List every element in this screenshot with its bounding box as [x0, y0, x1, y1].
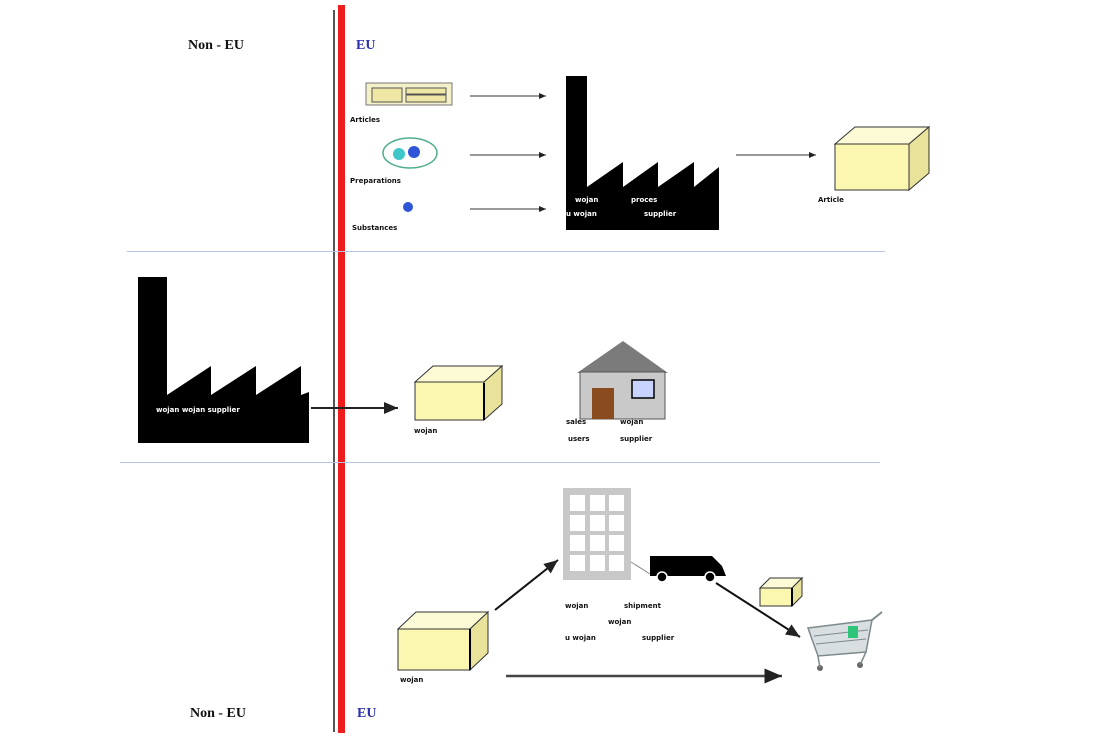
- warehouse-building-icon: [563, 488, 631, 580]
- warehouse-label-u-wojan: u wojan: [565, 634, 596, 642]
- distribution-box-icon: [396, 610, 490, 672]
- importer-house-icon: [577, 341, 668, 420]
- house-label-sales: sales: [566, 418, 587, 426]
- factory-label-proces: proces: [631, 196, 658, 204]
- house-label-users: users: [568, 435, 590, 443]
- articles-icon: [365, 82, 453, 106]
- distribution-box-label: wojan: [400, 676, 424, 684]
- bottom-non-eu-label: Non - EU: [190, 706, 247, 721]
- article-output-label: Article: [818, 196, 844, 204]
- preparations-label: Preparations: [350, 177, 401, 185]
- substances-label: Substances: [352, 224, 398, 232]
- factory-label-u-wojan: u wojan: [566, 210, 597, 218]
- border-gray-line: [333, 10, 335, 732]
- house-label-supplier: supplier: [620, 435, 653, 443]
- row-separator-1: [127, 251, 885, 252]
- bottom-eu-label: EU: [357, 706, 377, 721]
- factory-label-supplier: supplier: [644, 210, 677, 218]
- eu-border-line: [338, 5, 345, 733]
- top-non-eu-label: Non - EU: [188, 38, 245, 53]
- row-separator-2: [120, 462, 880, 463]
- eu-factory-icon: [566, 76, 719, 230]
- delivery-truck-icon: [630, 556, 726, 583]
- shopping-cart-icon: [806, 611, 883, 671]
- substances-icon: [403, 202, 413, 212]
- non-eu-factory-icon: [138, 277, 309, 443]
- imported-box-label: wojan: [414, 427, 438, 435]
- small-parcel-icon: [758, 576, 804, 608]
- warehouse-label-shipment: shipment: [624, 602, 661, 610]
- factory-label-wojan: wojan: [575, 196, 599, 204]
- warehouse-label-supplier: supplier: [642, 634, 675, 642]
- imported-box-icon: [413, 364, 504, 422]
- top-eu-label: EU: [356, 38, 376, 53]
- arrow-truck-to-cart: [715, 582, 801, 638]
- preparations-icon: [382, 137, 438, 169]
- articles-label: Articles: [350, 116, 381, 124]
- arrow-box-to-warehouse: [494, 559, 559, 611]
- warehouse-label-wojan-2: wojan: [608, 618, 632, 626]
- house-label-wojan: wojan: [620, 418, 644, 426]
- article-box-icon: [833, 125, 931, 192]
- warehouse-label-wojan: wojan: [565, 602, 589, 610]
- non-eu-factory-label: wojan wojan supplier: [156, 406, 240, 414]
